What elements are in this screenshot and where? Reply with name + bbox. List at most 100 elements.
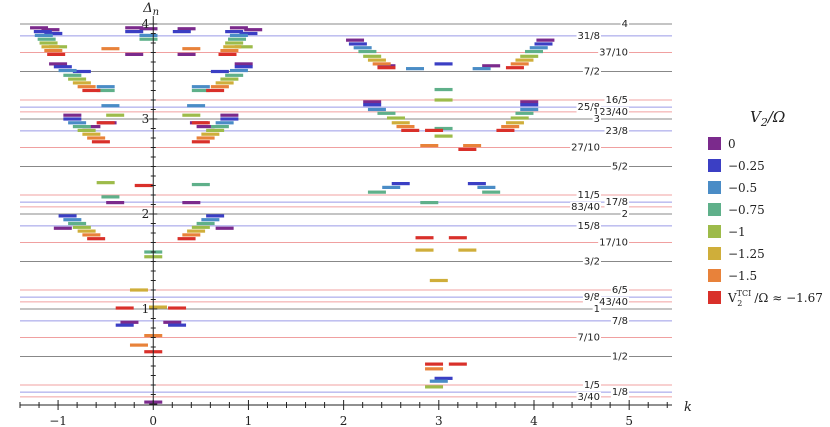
- data-point: [510, 62, 529, 66]
- data-point: [63, 73, 82, 77]
- data-point: [346, 38, 365, 42]
- data-point: [415, 248, 434, 252]
- data-point: [425, 128, 444, 132]
- reference-line-labels: 431/837/107/216/525/8123/40323/827/105/2…: [570, 19, 629, 403]
- data-point: [101, 47, 120, 51]
- data-point: [377, 64, 396, 68]
- data-point: [96, 121, 115, 125]
- legend-swatch: [708, 225, 721, 238]
- y-tick-label: 2: [142, 207, 150, 221]
- data-point: [234, 45, 253, 49]
- data-point: [434, 126, 453, 131]
- data-point: [505, 66, 524, 70]
- reference-line-label: 7/10: [578, 333, 600, 344]
- data-point: [434, 376, 453, 380]
- data-point: [191, 88, 210, 93]
- data-point: [391, 182, 410, 186]
- data-point: [367, 58, 386, 62]
- y-axis-label-subscript: n: [153, 7, 159, 18]
- data-point: [96, 88, 115, 93]
- reference-line-label: 1: [594, 304, 600, 315]
- data-point: [82, 125, 101, 129]
- y-axis-label: Δn: [142, 1, 159, 18]
- reference-line-label: 27/10: [571, 143, 600, 154]
- data-point: [225, 73, 244, 77]
- data-point: [125, 26, 144, 30]
- data-point: [72, 225, 91, 229]
- data-point: [37, 37, 56, 41]
- reference-line-label: 7/8: [612, 316, 628, 327]
- reference-line-label: 37/10: [599, 48, 628, 59]
- data-point: [53, 226, 72, 230]
- data-point: [68, 121, 87, 125]
- reference-label-background: [576, 30, 601, 42]
- data-point: [382, 185, 401, 189]
- data-point: [529, 46, 548, 50]
- data-point: [210, 125, 229, 129]
- reference-line-label: 123/40: [593, 107, 628, 118]
- data-point: [229, 26, 248, 30]
- data-point: [182, 201, 201, 205]
- reference-line-label: 6/5: [612, 285, 628, 296]
- legend-swatch: [708, 247, 721, 260]
- data-point: [106, 201, 125, 205]
- legend-swatch: [708, 137, 721, 150]
- data-point: [63, 117, 82, 121]
- reference-line-label: 1/8: [612, 387, 628, 398]
- reference-line-label: 23/8: [606, 126, 628, 137]
- data-point: [425, 385, 444, 389]
- data-point: [220, 117, 239, 121]
- reference-line-label: 1/2: [612, 352, 628, 363]
- data-point: [215, 121, 234, 125]
- y-tick-label: 4: [142, 17, 150, 31]
- data-point: [87, 136, 106, 140]
- reference-label-background: [570, 201, 601, 213]
- data-point: [68, 221, 87, 226]
- data-point: [72, 69, 91, 74]
- data-point: [244, 28, 263, 32]
- data-point: [172, 30, 191, 34]
- data-point: [458, 248, 477, 252]
- data-point: [196, 221, 215, 226]
- data-point: [182, 233, 201, 237]
- legend-label: 0: [728, 137, 736, 151]
- data-point: [386, 116, 405, 120]
- data-point: [434, 62, 453, 66]
- reference-label-background: [582, 256, 601, 268]
- x-tick-label: 4: [530, 414, 538, 427]
- reference-line-label: 11/5: [578, 190, 600, 201]
- data-point: [201, 218, 220, 222]
- data-point: [210, 85, 229, 89]
- data-point: [367, 190, 386, 194]
- reference-line-label: 1/5: [584, 380, 600, 391]
- reference-label-background: [591, 106, 629, 118]
- data-point: [58, 68, 77, 73]
- reference-label-background: [604, 125, 629, 137]
- data-point: [482, 190, 501, 194]
- data-point: [401, 128, 420, 132]
- reference-line-label: 2: [622, 209, 628, 220]
- data-point: [33, 30, 52, 34]
- data-point: [82, 88, 101, 93]
- data-point: [472, 67, 491, 71]
- data-point: [206, 214, 225, 218]
- data-point: [501, 125, 520, 129]
- reference-line-label: 5/2: [612, 162, 628, 173]
- reference-label-background: [604, 95, 629, 106]
- data-point: [58, 214, 77, 218]
- data-point: [496, 128, 515, 132]
- legend-swatch: [708, 181, 721, 194]
- data-point: [377, 111, 396, 115]
- data-point: [477, 185, 496, 189]
- legend-swatch: [708, 291, 721, 304]
- data-point: [434, 134, 453, 138]
- data-point: [82, 132, 101, 136]
- data-point: [53, 65, 72, 69]
- data-point: [391, 121, 410, 125]
- data-point: [41, 45, 60, 49]
- reference-line-label: 3/40: [578, 392, 600, 403]
- data-point: [353, 46, 372, 50]
- x-tick-label: 5: [625, 414, 633, 427]
